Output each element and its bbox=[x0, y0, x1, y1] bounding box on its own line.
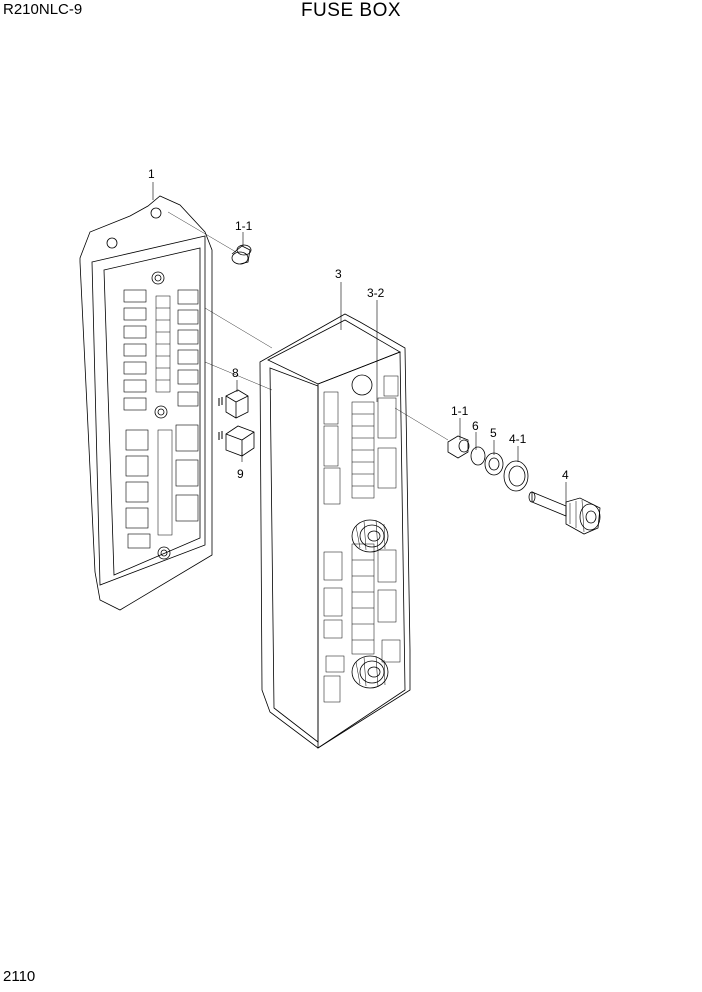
model-number: R210NLC-9 bbox=[3, 1, 83, 18]
knob-shaft-part-4 bbox=[528, 491, 601, 535]
relay-part-9 bbox=[218, 425, 255, 457]
plug-part-1-1-right bbox=[447, 435, 470, 459]
callout-8: 8 bbox=[232, 366, 239, 380]
leader-lines bbox=[152, 182, 567, 504]
callout-9: 9 bbox=[237, 467, 244, 481]
fuse-box-base-part bbox=[79, 195, 213, 611]
callout-3: 3 bbox=[335, 267, 342, 281]
callout-6: 6 bbox=[472, 419, 479, 433]
cover-knob-upper bbox=[351, 519, 389, 553]
callout-1-1-top: 1-1 bbox=[235, 219, 253, 233]
o-ring-part-6 bbox=[470, 446, 486, 466]
callout-1-1-right: 1-1 bbox=[451, 404, 469, 418]
plug-part-1-1-top bbox=[231, 244, 252, 265]
cover-knob-lower bbox=[351, 655, 389, 689]
callout-3-2: 3-2 bbox=[367, 286, 385, 300]
callout-1: 1 bbox=[148, 167, 155, 181]
callout-4-1: 4-1 bbox=[509, 432, 527, 446]
page-title: FUSE BOX bbox=[300, 0, 402, 21]
fuse-box-cover-part bbox=[259, 313, 411, 749]
page-number: 2110 bbox=[3, 968, 36, 985]
callout-labels: 1 1-1 3 3-2 8 9 1-1 6 5 4-1 4 bbox=[148, 167, 569, 482]
seal-part-4-1 bbox=[503, 460, 529, 492]
relay-part-8 bbox=[218, 389, 249, 419]
callout-5: 5 bbox=[490, 426, 497, 440]
callout-4: 4 bbox=[562, 468, 569, 482]
washer-part-5 bbox=[484, 452, 504, 476]
